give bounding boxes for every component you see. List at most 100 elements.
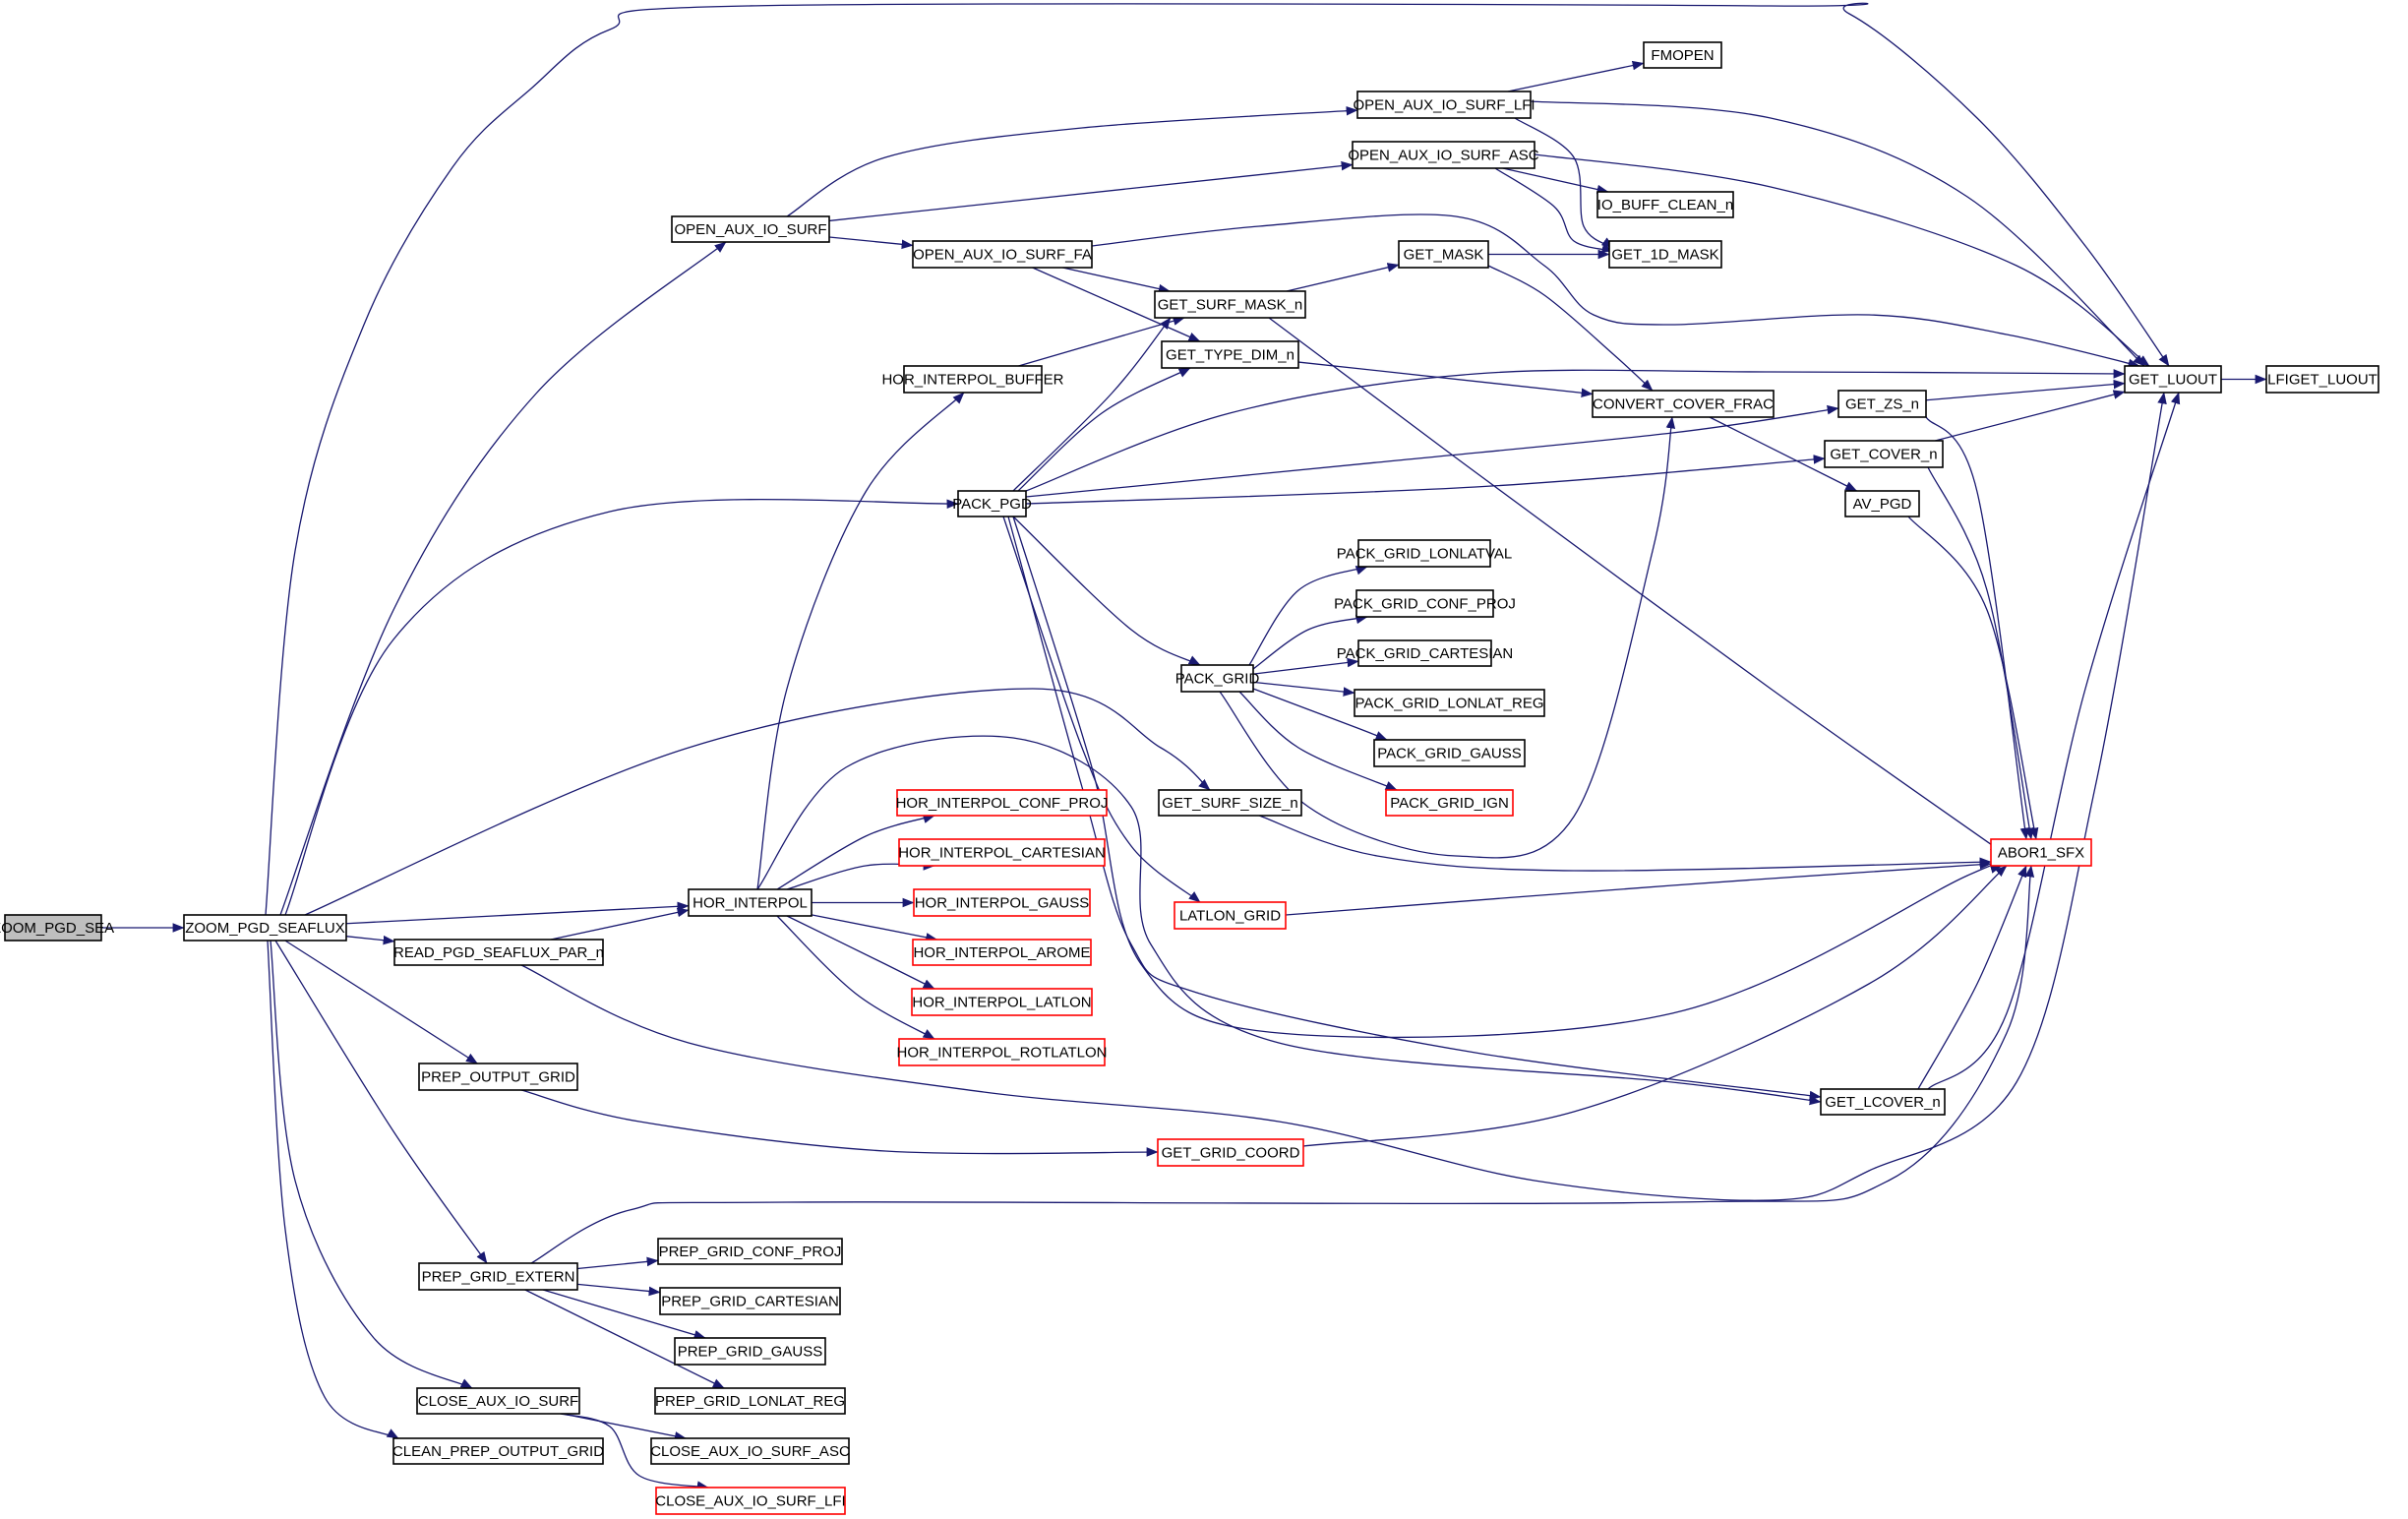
node-box[interactable] <box>1385 789 1514 817</box>
node-box[interactable] <box>418 1063 578 1091</box>
node-box[interactable] <box>1355 589 1494 618</box>
node-box[interactable] <box>671 215 830 243</box>
node-box[interactable] <box>1837 390 1927 418</box>
node-io-buff-clean-n[interactable]: IO_BUFF_CLEAN_n <box>1596 191 1734 218</box>
node-box[interactable] <box>1596 191 1734 218</box>
node-hor-interpol-latlon[interactable]: HOR_INTERPOL_LATLON <box>911 988 1093 1016</box>
node-pack-grid-ign[interactable]: PACK_GRID_IGN <box>1385 789 1514 817</box>
node-box[interactable] <box>688 888 813 917</box>
node-box[interactable] <box>1157 1138 1304 1167</box>
node-box[interactable] <box>1180 664 1254 693</box>
node-box[interactable] <box>1352 141 1535 169</box>
node-prep-grid-cartesian[interactable]: PREP_GRID_CARTESIAN <box>659 1287 841 1315</box>
node-zoom-pgd-seaflux[interactable]: ZOOM_PGD_SEAFLUX <box>183 914 347 942</box>
node-pack-grid-lonlat-reg[interactable]: PACK_GRID_LONLAT_REG <box>1354 689 1545 717</box>
node-box[interactable] <box>654 1387 846 1415</box>
node-box[interactable] <box>913 888 1091 917</box>
node-prep-grid-extern[interactable]: PREP_GRID_EXTERN <box>418 1262 578 1291</box>
node-get-grid-coord[interactable]: GET_GRID_COORD <box>1157 1138 1304 1167</box>
node-open-aux-io-surf-fa[interactable]: OPEN_AUX_IO_SURF_FA <box>912 240 1093 269</box>
node-get-zs-n[interactable]: GET_ZS_n <box>1837 390 1927 418</box>
node-prep-output-grid[interactable]: PREP_OUTPUT_GRID <box>418 1063 578 1091</box>
node-get-type-dim-n[interactable]: GET_TYPE_DIM_n <box>1161 340 1299 369</box>
node-box[interactable] <box>1357 539 1491 568</box>
node-box[interactable] <box>1357 639 1492 667</box>
node-box[interactable] <box>1373 739 1526 767</box>
node-box[interactable] <box>912 240 1093 269</box>
node-box[interactable] <box>1608 240 1722 269</box>
node-pack-grid[interactable]: PACK_GRID <box>1175 664 1260 693</box>
node-get-mask[interactable]: GET_MASK <box>1398 240 1489 269</box>
node-box[interactable] <box>896 789 1108 817</box>
node-hor-interpol-buffer[interactable]: HOR_INTERPOL_BUFFER <box>881 365 1064 394</box>
node-abor1-sfx[interactable]: ABOR1_SFX <box>1990 838 2092 867</box>
node-box[interactable] <box>416 1387 580 1415</box>
node-box[interactable] <box>898 1038 1106 1066</box>
node-box[interactable] <box>911 988 1093 1016</box>
node-get-surf-size-n[interactable]: GET_SURF_SIZE_n <box>1158 789 1302 817</box>
node-box[interactable] <box>1398 240 1489 269</box>
node-get-lcover-n[interactable]: GET_LCOVER_n <box>1820 1088 1946 1116</box>
node-box[interactable] <box>1643 41 1722 69</box>
node-hor-interpol-conf-proj[interactable]: HOR_INTERPOL_CONF_PROJ <box>896 789 1109 817</box>
node-box[interactable] <box>657 1238 843 1265</box>
node-box[interactable] <box>1592 390 1775 418</box>
node-box[interactable] <box>1824 440 1944 468</box>
node-get-surf-mask-n[interactable]: GET_SURF_MASK_n <box>1154 290 1306 319</box>
node-prep-grid-conf-proj[interactable]: PREP_GRID_CONF_PROJ <box>657 1238 843 1265</box>
node-box[interactable] <box>393 939 604 966</box>
node-box[interactable] <box>2124 365 2222 394</box>
node-clean-prep-output-grid[interactable]: CLEAN_PREP_OUTPUT_GRID <box>392 1437 604 1465</box>
node-box[interactable] <box>1354 689 1545 717</box>
node-lfiget-luout[interactable]: LFIGET_LUOUT <box>2265 365 2379 394</box>
node-hor-interpol-rotlatlon[interactable]: HOR_INTERPOL_ROTLATLON <box>897 1038 1108 1066</box>
node-box[interactable] <box>912 939 1092 966</box>
node-pack-grid-conf-proj[interactable]: PACK_GRID_CONF_PROJ <box>1334 589 1516 618</box>
node-latlon-grid[interactable]: LATLON_GRID <box>1174 901 1287 930</box>
node-hor-interpol-gauss[interactable]: HOR_INTERPOL_GAUSS <box>913 888 1091 917</box>
node-box[interactable] <box>659 1287 841 1315</box>
node-box[interactable] <box>4 914 102 942</box>
node-get-1d-mask[interactable]: GET_1D_MASK <box>1608 240 1722 269</box>
node-hor-interpol-arome[interactable]: HOR_INTERPOL_AROME <box>912 939 1092 966</box>
node-box[interactable] <box>392 1437 604 1465</box>
node-prep-grid-lonlat-reg[interactable]: PREP_GRID_LONLAT_REG <box>654 1387 846 1415</box>
node-box[interactable] <box>957 490 1027 517</box>
node-pack-grid-lonlatval[interactable]: PACK_GRID_LONLATVAL <box>1337 539 1512 568</box>
node-read-pgd-seaflux-par-n[interactable]: READ_PGD_SEAFLUX_PAR_n <box>393 939 604 966</box>
node-box[interactable] <box>1844 490 1920 517</box>
node-open-aux-io-surf-lfi[interactable]: OPEN_AUX_IO_SURF_LFI <box>1353 91 1535 119</box>
node-box[interactable] <box>650 1437 850 1465</box>
node-box[interactable] <box>1154 290 1306 319</box>
node-box[interactable] <box>1356 91 1532 119</box>
node-zoom-pgd-sea[interactable]: ZOOM_PGD_SEA <box>0 914 114 942</box>
node-open-aux-io-surf[interactable]: OPEN_AUX_IO_SURF <box>671 215 830 243</box>
node-close-aux-io-surf[interactable]: CLOSE_AUX_IO_SURF <box>416 1387 580 1415</box>
node-box[interactable] <box>903 365 1043 394</box>
node-box[interactable] <box>655 1487 846 1515</box>
node-close-aux-io-surf-lfi[interactable]: CLOSE_AUX_IO_SURF_LFI <box>655 1487 846 1515</box>
node-box[interactable] <box>1820 1088 1946 1116</box>
node-prep-grid-gauss[interactable]: PREP_GRID_GAUSS <box>674 1337 826 1366</box>
node-box[interactable] <box>1174 901 1287 930</box>
node-pack-pgd[interactable]: PACK_PGD <box>952 490 1032 517</box>
node-pack-grid-cartesian[interactable]: PACK_GRID_CARTESIAN <box>1337 639 1514 667</box>
node-get-cover-n[interactable]: GET_COVER_n <box>1824 440 1944 468</box>
node-box[interactable] <box>1161 340 1299 369</box>
node-box[interactable] <box>1990 838 2092 867</box>
node-box[interactable] <box>898 838 1106 867</box>
node-fmopen[interactable]: FMOPEN <box>1643 41 1722 69</box>
node-open-aux-io-surf-asc[interactable]: OPEN_AUX_IO_SURF_ASC <box>1348 141 1539 169</box>
node-box[interactable] <box>2265 365 2379 394</box>
node-convert-cover-frac[interactable]: CONVERT_COVER_FRAC <box>1592 390 1775 418</box>
node-hor-interpol[interactable]: HOR_INTERPOL <box>688 888 813 917</box>
node-box[interactable] <box>1158 789 1302 817</box>
node-close-aux-io-surf-asc[interactable]: CLOSE_AUX_IO_SURF_ASC <box>650 1437 850 1465</box>
node-box[interactable] <box>418 1262 578 1291</box>
node-pack-grid-gauss[interactable]: PACK_GRID_GAUSS <box>1373 739 1526 767</box>
node-av-pgd[interactable]: AV_PGD <box>1844 490 1920 517</box>
node-box[interactable] <box>183 914 347 942</box>
node-box[interactable] <box>674 1337 826 1366</box>
node-hor-interpol-cartesian[interactable]: HOR_INTERPOL_CARTESIAN <box>898 838 1106 867</box>
node-get-luout[interactable]: GET_LUOUT <box>2124 365 2222 394</box>
